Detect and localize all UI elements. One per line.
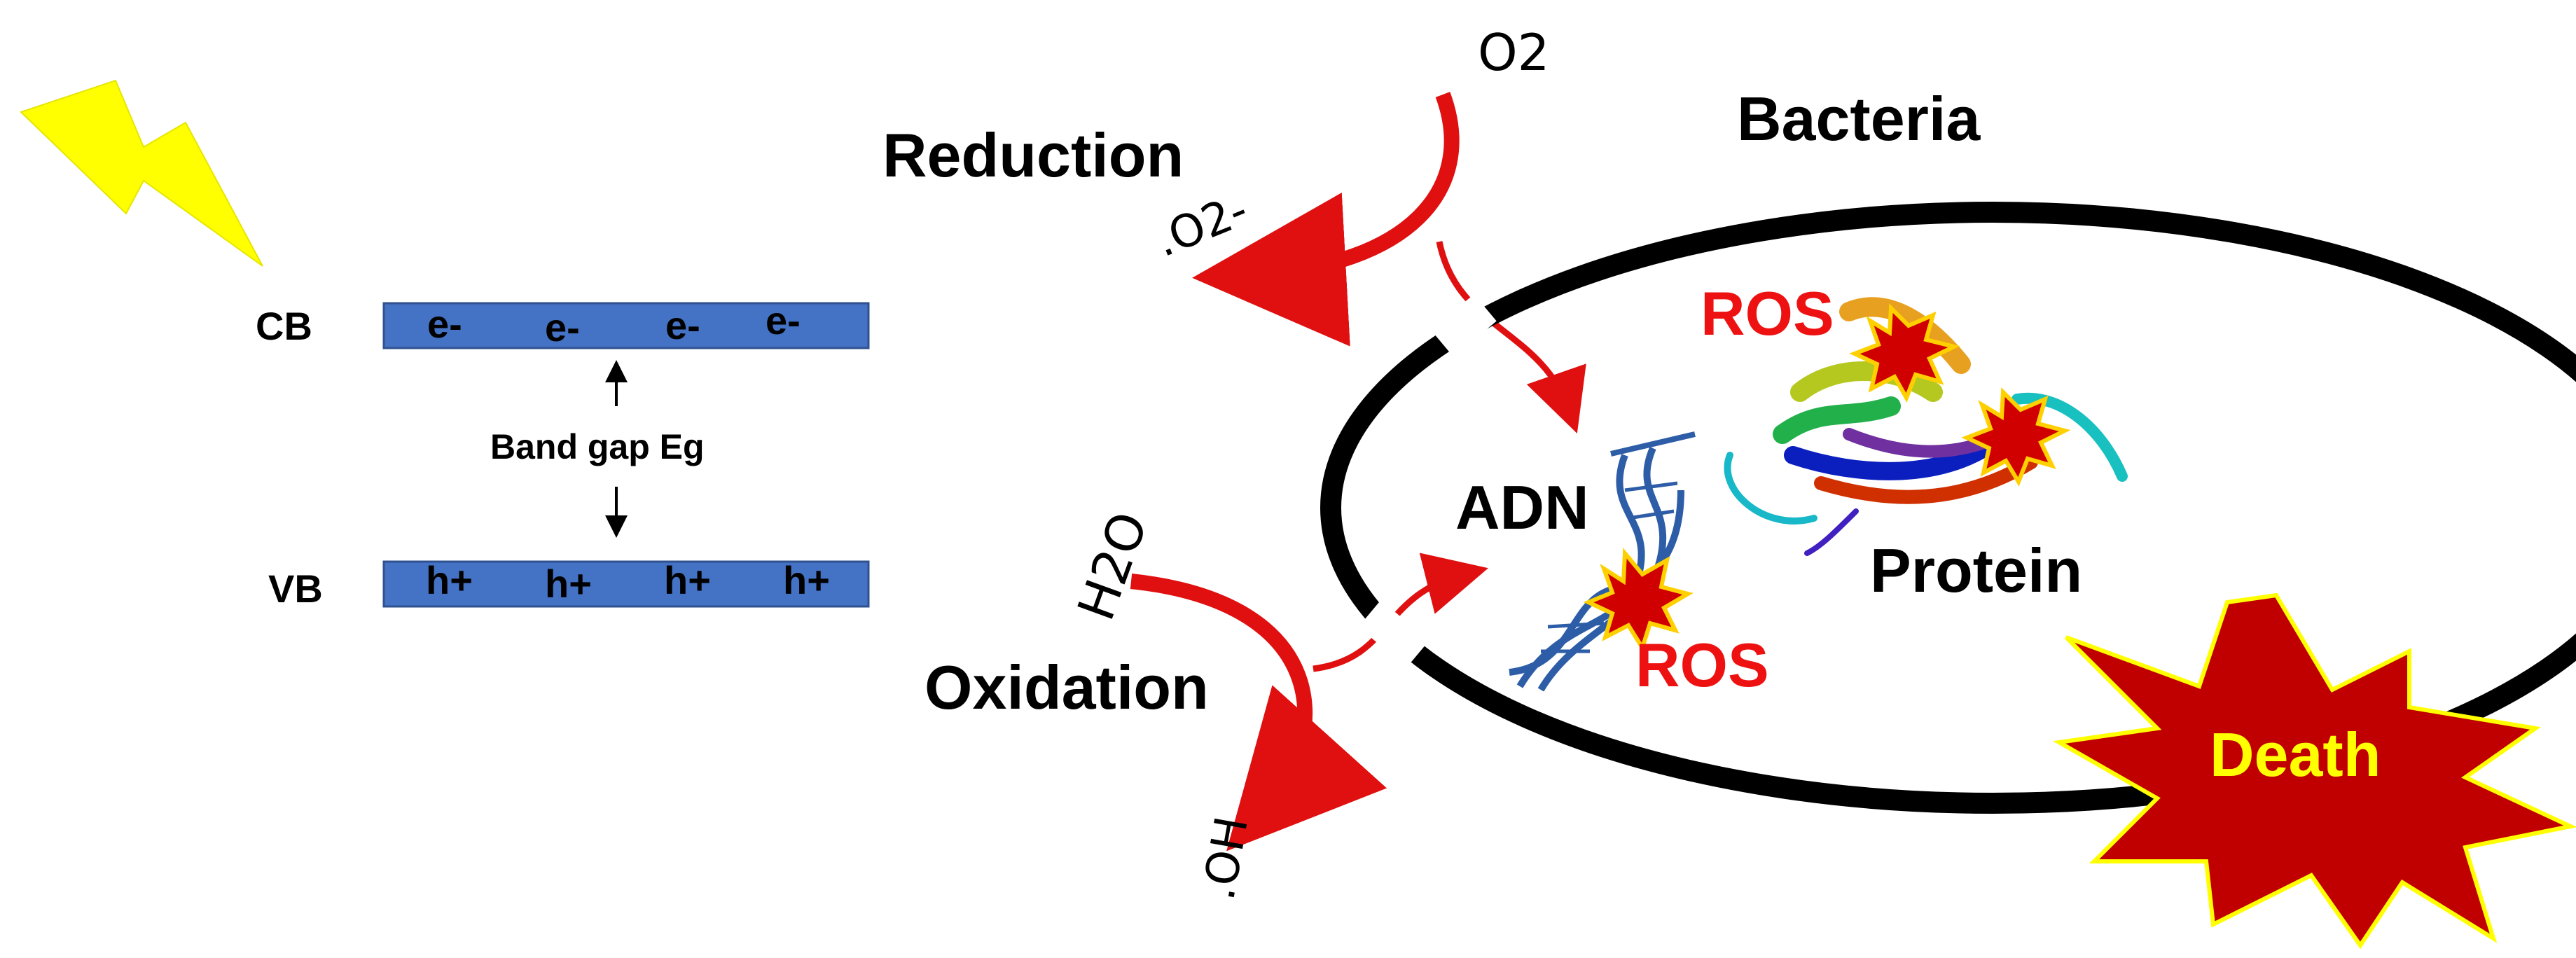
dna-label: ADN bbox=[1455, 473, 1589, 542]
ros-label-protein: ROS bbox=[1701, 279, 1834, 348]
dna-helix-icon bbox=[1509, 431, 1696, 692]
hole-label: h+ bbox=[426, 558, 473, 602]
band-diagram: CB e- e- e- e- Band gap Eg VB h+ h+ h+ h… bbox=[256, 298, 870, 611]
reduction-arrow bbox=[1192, 92, 1460, 347]
ros-label-dna: ROS bbox=[1635, 630, 1769, 700]
hole-label: h+ bbox=[664, 558, 711, 602]
membrane-gap-bottom bbox=[1358, 599, 1429, 668]
protein-label: Protein bbox=[1870, 536, 2082, 605]
cb-label: CB bbox=[256, 304, 312, 348]
hole-label: h+ bbox=[545, 562, 592, 606]
hydroxyl-label: .OH bbox=[1193, 813, 1259, 904]
ros-burst-icon bbox=[1849, 303, 1960, 403]
hole-label: h+ bbox=[783, 558, 830, 602]
vb-label: VB bbox=[268, 567, 323, 611]
ros-burst-icon bbox=[1583, 548, 1694, 653]
electron-label: e- bbox=[665, 303, 700, 347]
electron-labels: e- e- e- e- bbox=[427, 298, 801, 349]
hole-labels: h+ h+ h+ h+ bbox=[426, 558, 830, 606]
water-label: H2O bbox=[1066, 504, 1159, 627]
conduction-band bbox=[382, 302, 870, 349]
valence-band bbox=[382, 560, 870, 608]
death-label: Death bbox=[2210, 720, 2381, 789]
electron-label: e- bbox=[545, 305, 580, 349]
band-gap-label: Band gap Eg bbox=[490, 427, 705, 466]
oxidation-pathway: H2O Oxidation .OH bbox=[925, 504, 1488, 904]
bacteria-title: Bacteria bbox=[1737, 84, 1981, 153]
ros-burst-icon bbox=[1961, 387, 2071, 487]
superoxide-label: .O2- bbox=[1148, 184, 1254, 268]
death-starburst: Death bbox=[2052, 592, 2576, 950]
membrane-gap-top bbox=[1431, 294, 1497, 357]
electron-label: e- bbox=[427, 302, 462, 346]
oxidation-label: Oxidation bbox=[925, 653, 1209, 722]
lightning-bolt-icon bbox=[20, 79, 263, 267]
electron-label: e- bbox=[766, 298, 801, 342]
oxidation-arrow bbox=[1130, 574, 1387, 852]
bacteria-cell: Bacteria ADN ROS bbox=[1320, 84, 2576, 814]
o2-label: O2 bbox=[1478, 23, 1549, 82]
cell-membrane bbox=[1320, 202, 2576, 814]
reduction-label: Reduction bbox=[882, 120, 1184, 190]
death-burst-icon bbox=[2052, 592, 2576, 950]
superoxide-to-dna-arrow bbox=[1436, 241, 1586, 433]
protein-structure-icon bbox=[1724, 297, 2128, 556]
reduction-pathway: Reduction O2 .O2- bbox=[882, 23, 1586, 433]
